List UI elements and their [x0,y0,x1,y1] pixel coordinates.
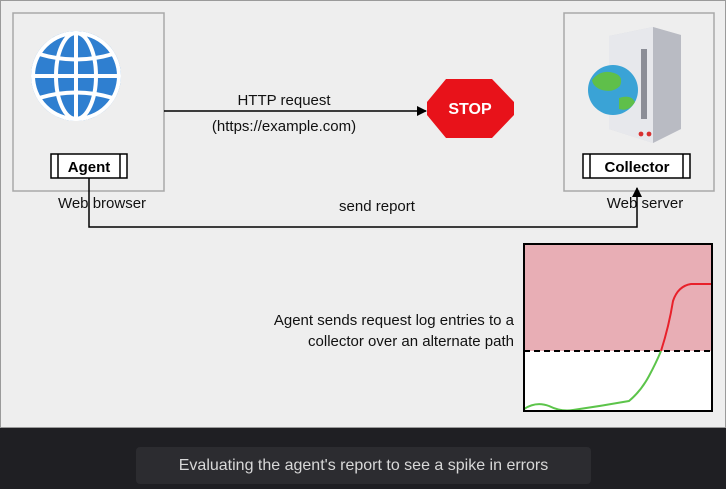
agent-component: Agent [50,153,128,179]
stop-label: STOP [448,101,492,118]
agent-label: Agent [68,159,111,176]
server-node: Collector [563,12,715,192]
send-report-label: send report [339,198,416,215]
earth-icon [588,65,638,115]
client-node: Agent [12,12,165,192]
slide-caption: Evaluating the agent's report to see a s… [136,447,591,484]
collector-label: Collector [604,159,669,176]
architecture-diagram: Agent Web browser [12,12,715,412]
web-server-caption: Web server [607,195,683,212]
diagram-panel: Agent Web browser [0,0,726,428]
error-spike-line [660,283,712,352]
stop-sign-icon: STOP [427,79,514,138]
collector-component: Collector [582,153,691,179]
http-request-label: HTTP request [237,92,331,109]
web-browser-caption: Web browser [58,195,146,212]
send-report-arrow [88,178,642,228]
normal-trend-line [523,350,662,412]
request-url-label: (https://example.com) [212,118,356,135]
error-spike-chart [523,243,713,412]
alert-zone [524,244,712,351]
description-line-2: collector over an alternate path [308,333,514,350]
description-line-1: Agent sends request log entries to a [274,312,515,329]
chart-frame [523,243,713,412]
globe-icon [31,31,121,121]
